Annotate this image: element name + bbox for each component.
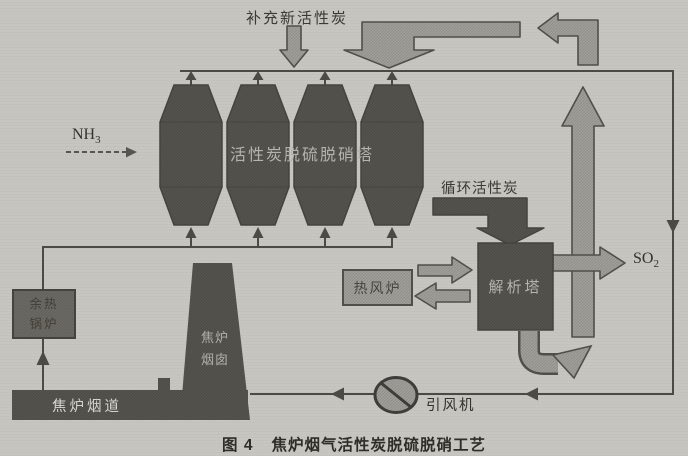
adsorber-tower-4 xyxy=(360,84,424,226)
recycle-carbon-label: 循环活性炭 xyxy=(441,181,519,197)
flue-duct-label: 焦炉烟道 xyxy=(52,399,122,415)
adsorber-towers xyxy=(159,84,424,226)
gas-return-arrow xyxy=(414,282,471,310)
nh3-injection-arrow xyxy=(66,147,137,158)
makeup-carbon-label: 补充新活性炭 xyxy=(246,11,349,27)
carbon-return-corner-arrow xyxy=(537,12,599,66)
induced-draft-fan-icon xyxy=(373,376,419,414)
flue-duct-notch xyxy=(158,378,170,392)
regenerator-label: 解析塔 xyxy=(488,280,543,296)
carbon-return-arrow xyxy=(343,21,521,69)
hot-blast-stove-label: 热风炉 xyxy=(353,281,402,297)
chimney-shape xyxy=(180,263,250,420)
figure-number: 图 4 xyxy=(222,437,254,454)
adsorber-tower-1 xyxy=(159,84,223,226)
induced-draft-fan-label: 引风机 xyxy=(426,398,476,414)
so2-label: SO2 xyxy=(633,250,659,271)
carbon-transport-arrows xyxy=(279,12,626,338)
adsorber-tower-label: 活性炭脱硫脱硝塔 xyxy=(230,147,375,164)
duct-arrowheads xyxy=(36,71,680,401)
makeup-carbon-arrow xyxy=(279,25,309,68)
carbon-riser-arrow xyxy=(561,86,605,338)
hot-gas-supply-arrow xyxy=(417,256,473,284)
figure-title: 焦炉烟气活性炭脱硫脱硝工艺 xyxy=(271,437,486,454)
adsorber-tower-3 xyxy=(293,84,357,226)
regenerated-carbon-hook-arrow xyxy=(518,331,593,380)
waste-heat-boiler-label: 余热 锅炉 xyxy=(29,297,59,331)
so2-outlet-arrow xyxy=(552,246,626,280)
nh3-label: NH3 xyxy=(72,126,101,147)
hot-blast-stove-box xyxy=(342,269,413,306)
chimney-label: 焦炉 烟囱 xyxy=(200,330,229,367)
adsorber-tower-2 xyxy=(226,84,290,226)
regenerator-box xyxy=(477,242,554,331)
recycle-carbon-arrow xyxy=(432,197,545,246)
waste-heat-boiler-box xyxy=(12,289,76,339)
figure-caption: 图 4 焦炉烟气活性炭脱硫脱硝工艺 xyxy=(10,433,688,455)
